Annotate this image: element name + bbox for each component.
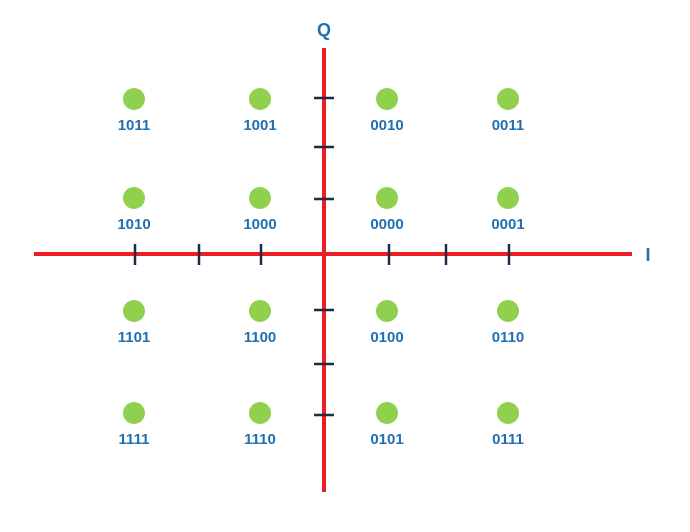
symbol-bits-label: 1010	[117, 216, 150, 233]
constellation-point: 1101	[118, 300, 151, 346]
constellation-points: 1011 1001 0010 0011 1010 1000 0000 0001 1101 1100…	[117, 88, 525, 448]
constellation-point: 0100	[370, 300, 404, 346]
constellation-point: 0111	[492, 402, 524, 448]
symbol-dot	[249, 187, 271, 209]
symbol-dot	[123, 300, 145, 322]
symbol-dot	[249, 300, 271, 322]
symbol-bits-label: 1110	[244, 431, 276, 448]
symbol-bits-label: 0100	[370, 329, 403, 346]
q-axis-label: Q	[317, 20, 331, 40]
symbol-bits-label: 0011	[492, 117, 525, 134]
symbol-bits-label: 1101	[118, 329, 151, 346]
symbol-dot	[123, 187, 145, 209]
symbol-dot	[497, 187, 519, 209]
symbol-dot	[376, 402, 398, 424]
symbol-dot	[497, 88, 519, 110]
symbol-dot	[497, 402, 519, 424]
symbol-bits-label: 0110	[492, 329, 525, 346]
symbol-bits-label: 1000	[243, 216, 276, 233]
symbol-bits-label: 1011	[118, 117, 151, 134]
symbol-bits-label: 1111	[119, 431, 150, 448]
symbol-bits-label: 0111	[492, 431, 524, 448]
symbol-bits-label: 0000	[370, 216, 403, 233]
constellation-point: 0101	[370, 402, 404, 448]
constellation-point: 1100	[244, 300, 277, 346]
symbol-dot	[123, 88, 145, 110]
symbol-dot	[376, 88, 398, 110]
symbol-bits-label: 0101	[370, 431, 403, 448]
constellation-point: 1110	[244, 402, 276, 448]
constellation-point: 1011	[118, 88, 151, 134]
constellation-point: 0001	[491, 187, 525, 233]
symbol-bits-label: 1001	[243, 117, 276, 134]
constellation-point: 1001	[243, 88, 277, 134]
constellation-point: 0011	[492, 88, 525, 134]
symbol-dot	[249, 402, 271, 424]
i-axis-label: I	[645, 245, 650, 265]
symbol-bits-label: 1100	[244, 329, 277, 346]
constellation-point: 0110	[492, 300, 525, 346]
symbol-dot	[376, 187, 398, 209]
symbol-dot	[376, 300, 398, 322]
constellation-point: 0010	[370, 88, 404, 134]
axis-ticks	[133, 96, 511, 417]
symbol-dot	[123, 402, 145, 424]
symbol-dot	[497, 300, 519, 322]
symbol-bits-label: 0010	[370, 117, 403, 134]
symbol-bits-label: 0001	[491, 216, 524, 233]
constellation-point: 1010	[117, 187, 151, 233]
symbol-dot	[249, 88, 271, 110]
constellation-point: 1111	[119, 402, 150, 448]
constellation-point: 1000	[243, 187, 277, 233]
constellation-point: 0000	[370, 187, 404, 233]
